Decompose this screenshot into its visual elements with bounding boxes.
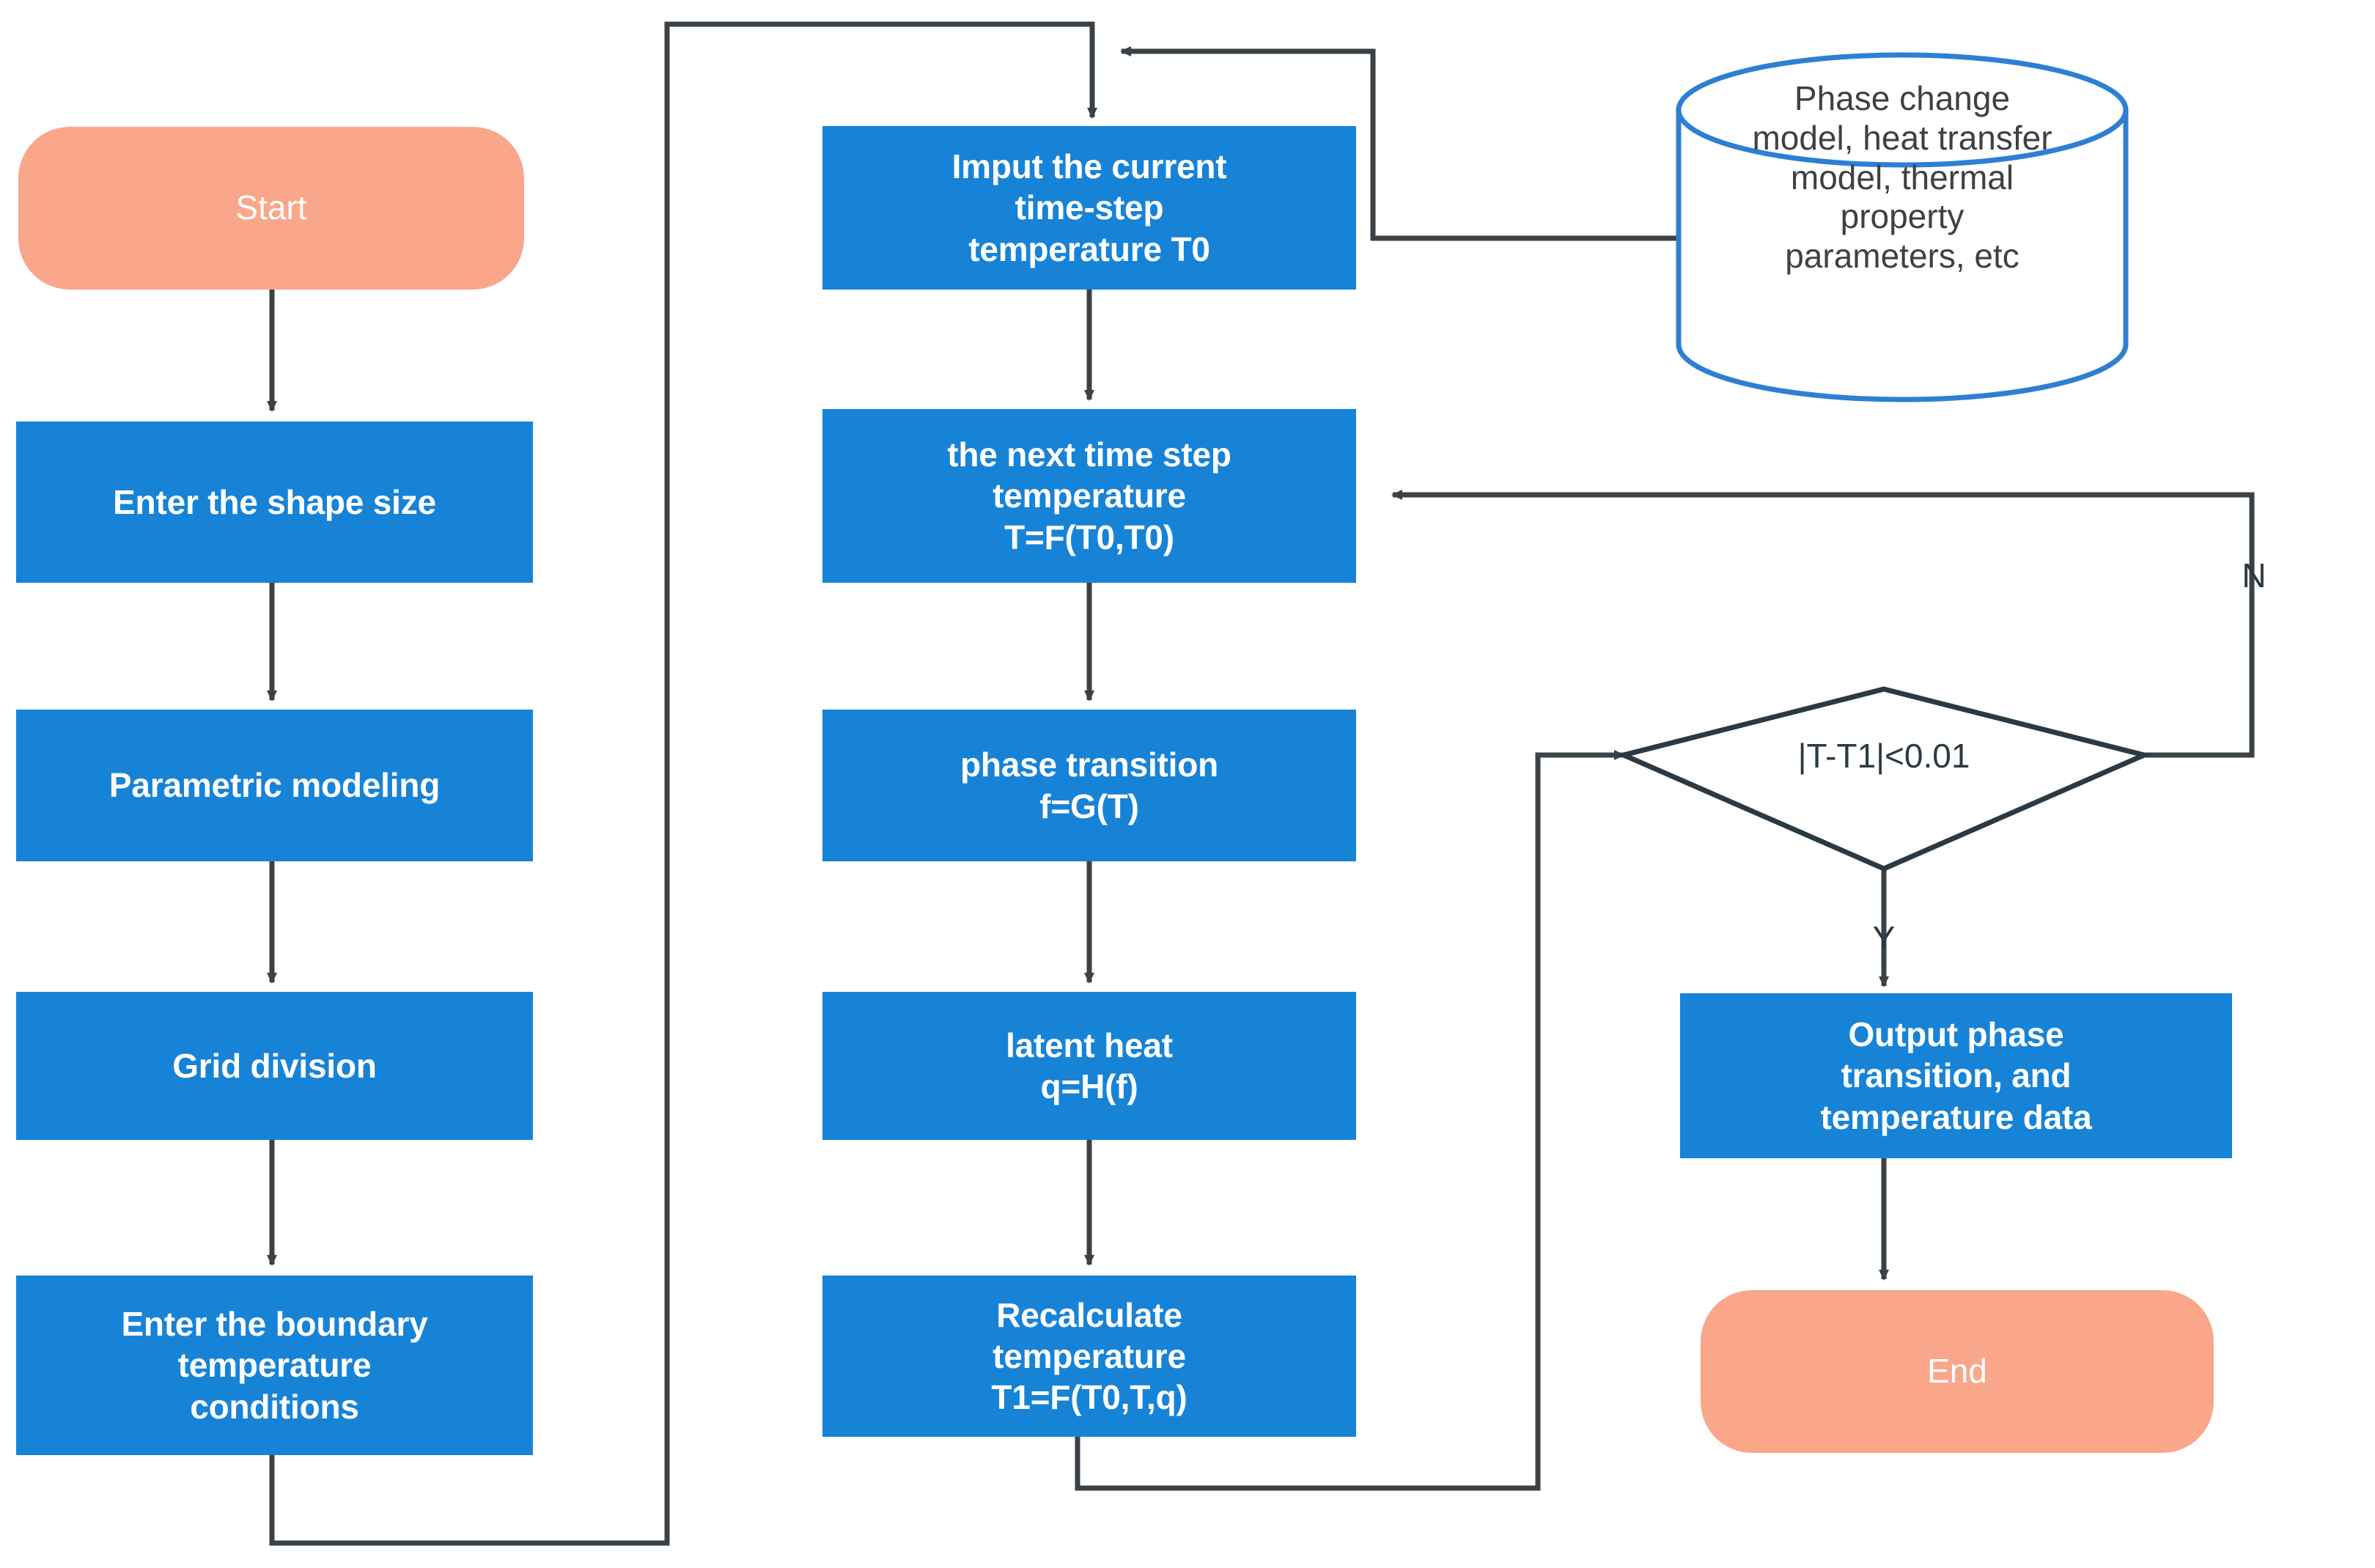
node-recalculate-temperature-label: Recalculate temperature T1=F(T0,T,q) <box>991 1295 1188 1417</box>
node-output-data[interactable]: Output phase transition, and temperature… <box>1680 993 2232 1158</box>
node-next-time-step-label: the next time step temperature T=F(T0,T0… <box>947 435 1231 556</box>
node-grid-division[interactable]: Grid division <box>16 992 533 1140</box>
node-enter-shape-size[interactable]: Enter the shape size <box>16 422 533 583</box>
node-latent-heat[interactable]: latent heat q=H(f) <box>822 992 1356 1140</box>
node-boundary-conditions-label: Enter the boundary temperature condition… <box>121 1305 428 1426</box>
node-boundary-conditions[interactable]: Enter the boundary temperature condition… <box>16 1276 533 1455</box>
node-start[interactable]: Start <box>18 127 524 290</box>
database-cylinder-shape <box>1676 52 2129 402</box>
node-parametric-modeling-label: Parametric modeling <box>108 766 441 805</box>
node-start-label: Start <box>235 188 307 227</box>
node-end-label: End <box>1927 1352 1987 1391</box>
node-model-database-label: Phase change model, heat transfer model,… <box>1752 79 2052 276</box>
node-parametric-modeling[interactable]: Parametric modeling <box>16 710 533 861</box>
edge-recalculate-to-decision <box>1075 750 1625 1491</box>
node-recalculate-temperature[interactable]: Recalculate temperature T1=F(T0,T,q) <box>822 1276 1356 1437</box>
node-end[interactable]: End <box>1701 1290 2214 1453</box>
node-phase-transition-label: phase transition f=G(T) <box>960 746 1219 825</box>
edge-boundary-to-input-loop <box>269 21 1097 1546</box>
node-grid-division-label: Grid division <box>172 1046 377 1085</box>
node-input-current-temperature-label: Imput the current time-step temperature … <box>951 147 1227 268</box>
node-latent-heat-label: latent heat q=H(f) <box>1006 1026 1173 1105</box>
node-convergence-decision-label[interactable]: |T-T1|<0.01 <box>1797 737 1970 775</box>
edge-database-to-input <box>1120 46 1679 241</box>
edge-label-yes: Y <box>1872 919 1896 957</box>
node-next-time-step[interactable]: the next time step temperature T=F(T0,T0… <box>822 409 1356 583</box>
edge-decision-no-to-next-step <box>1391 490 2255 758</box>
decision-diamond-shape <box>1616 686 2152 872</box>
node-enter-shape-size-label: Enter the shape size <box>113 482 436 521</box>
edge-label-no: N <box>2242 556 2267 595</box>
node-input-current-temperature[interactable]: Imput the current time-step temperature … <box>822 126 1356 290</box>
node-phase-transition[interactable]: phase transition f=G(T) <box>822 710 1356 861</box>
node-output-data-label: Output phase transition, and temperature… <box>1820 1015 2092 1136</box>
